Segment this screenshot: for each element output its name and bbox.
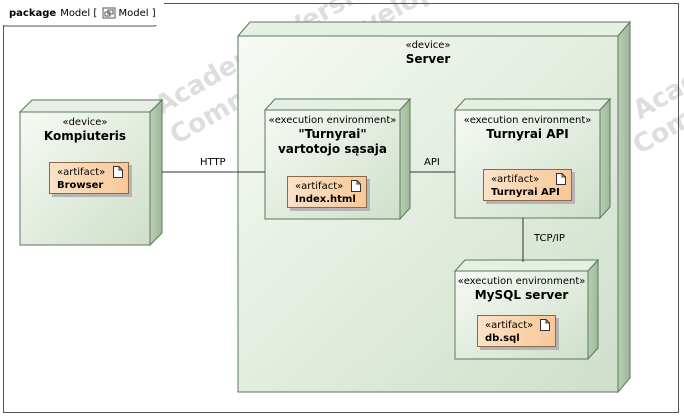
artifact-index[interactable]: «artifact» Index.html <box>287 176 367 208</box>
node-mysql-stereotype: «execution environment» <box>457 276 586 287</box>
node-turnyrai-ui-label: «execution environment» "Turnyrai" varto… <box>265 114 400 157</box>
frame-model-path: Model [ <box>60 8 98 19</box>
node-turnyrai-api-label: «execution environment» Turnyrai API <box>455 114 600 142</box>
node-mysql-name: MySQL server <box>474 288 569 302</box>
node-turnyrai-ui-name-1: "Turnyrai" <box>298 127 367 141</box>
node-mysql-label: «execution environment» MySQL server <box>455 275 588 303</box>
package-frame <box>3 3 679 413</box>
node-turnyrai-api-name: Turnyrai API <box>486 127 569 141</box>
document-icon <box>556 173 566 185</box>
node-kompiuteris-label: «device» Kompiuteris <box>20 116 150 144</box>
node-turnyrai-ui-name-2: vartotojo sąsaja <box>277 142 388 156</box>
node-server-stereotype: «device» <box>405 40 451 51</box>
artifact-api[interactable]: «artifact» Turnyrai API <box>483 169 572 201</box>
artifact-db-stereotype: «artifact» <box>485 320 534 331</box>
tcpip-connector-label: TCP/IP <box>534 233 565 244</box>
artifact-index-stereotype: «artifact» <box>295 181 344 192</box>
model-icon <box>102 7 116 19</box>
frame-keyword: package <box>9 8 57 19</box>
artifact-db[interactable]: «artifact» db.sql <box>477 315 556 347</box>
node-kompiuteris-stereotype: «device» <box>62 117 108 128</box>
node-turnyrai-ui-stereotype: «execution environment» <box>268 115 397 126</box>
document-icon <box>113 166 123 178</box>
frame-model-name: Model ] <box>118 8 156 19</box>
http-connector-label: HTTP <box>200 157 226 168</box>
artifact-db-name: db.sql <box>485 333 520 344</box>
artifact-api-name: Turnyrai API <box>491 187 560 198</box>
document-icon <box>540 319 550 331</box>
node-kompiuteris-name: Kompiuteris <box>43 129 127 143</box>
artifact-browser-stereotype: «artifact» <box>57 167 106 178</box>
artifact-browser[interactable]: «artifact» Browser <box>49 162 129 194</box>
artifact-api-stereotype: «artifact» <box>491 174 540 185</box>
api-connector-label: API <box>424 157 440 168</box>
node-turnyrai-api-stereotype: «execution environment» <box>463 115 592 126</box>
artifact-index-name: Index.html <box>295 194 356 205</box>
node-server-name: Server <box>405 52 451 66</box>
node-server-label: «device» Server <box>238 39 618 67</box>
artifact-browser-name: Browser <box>57 180 104 191</box>
document-icon <box>351 180 361 192</box>
